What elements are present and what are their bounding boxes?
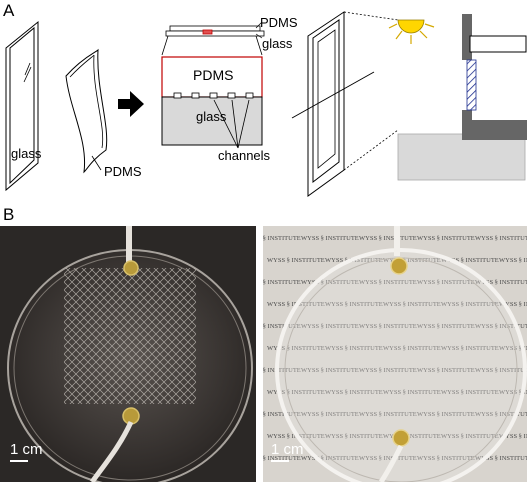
watermark-text: WYSS § INSTITUTE [441,301,499,308]
watermark-text: WYSS § INSTITUTE [417,455,475,462]
watermark-text: WYSS § INSTITUTE [499,257,527,264]
watermark-text: WYSS § INSTITUTE [417,367,475,374]
watermark-text: WYSS § INSTITUTE [441,345,499,352]
watermark-text: WYSS § INSTITUTE [301,367,359,374]
watermark-text: WYSS § INSTITUTE [499,433,527,440]
watermark-text: WYSS § INSTITUTE [263,279,301,286]
watermark-text: WYSS § INSTITUTE [417,279,475,286]
watermark-text: WYSS § INSTITUTE [359,455,417,462]
watermark-text: WYSS § INSTITUTE [475,235,527,242]
watermark-text: WYSS § INSTITUTE [499,301,527,308]
body-glass-label: glass [196,109,227,124]
watermark-text: WYSS § INSTITUTE [359,411,417,418]
watermark-text: WYSS § INSTITUTE [383,257,441,264]
watermark-text: WYSS § INSTITUTE [359,367,417,374]
scale-bar-right: 1 cm [271,441,304,462]
watermark-text: WYSS § INSTITUTE [383,301,441,308]
pdms-leader-line [91,155,102,171]
cross-section-top [161,21,265,56]
watermark-text: WYSS § INSTITUTE [325,345,383,352]
sun-icon [388,19,435,44]
panel-b-label: B [3,205,15,224]
watermark-text: WYSS § INSTITUTE [441,433,499,440]
channels-label: channels [218,148,271,163]
watermark-text: WYSS § INSTITUTE [359,323,417,330]
watermark-text: WYSS § INSTITUTE [499,345,527,352]
assembled-window [291,11,399,197]
cross-section-body [161,56,263,149]
watermark-text: WYSS § INSTITUTE [301,279,359,286]
watermark-text: WYSS § INSTITUTE [263,411,301,418]
watermark-text: WYSS § INSTITUTE [267,345,325,352]
body-pdms-label: PDMS [193,67,233,83]
watermark-text: WYSS § INSTITUTE [325,433,383,440]
glass-pane [5,20,39,192]
pdms-sheet [65,48,108,174]
watermark-text: WYSS § INSTITUTE [417,235,475,242]
watermark-text: WYSS § INSTITUTE [383,389,441,396]
device-photo-left: 1 cm [0,226,256,482]
scale-bar-left: 1 cm [10,441,43,462]
pdms-label: PDMS [104,164,142,179]
watermark-text: WYSS § INSTITUTE [441,389,499,396]
scale-label-left: 1 cm [10,441,43,458]
panel-a-label: A [3,1,15,20]
panel-a-schematic: glass PDMS PDMS glass PDMS glass channel… [5,11,527,197]
watermark-text: WYSS § INSTITUTE [475,279,527,286]
watermark-text: WYSS § INSTITUTE [475,367,527,374]
glass-label: glass [11,146,42,161]
watermark-text: WYSS § INSTITUTE [475,411,527,418]
watermark-text: WYSS § INSTITUTE [301,411,359,418]
watermark-text: WYSS § INSTITUTE [359,279,417,286]
watermark-text: WYSS § INSTITUTE [325,301,383,308]
watermark-text: WYSS § INSTITUTE [325,389,383,396]
watermark-text: WYSS § INSTITUTE [301,235,359,242]
watermark-text: WYSS § INSTITUTE [267,257,325,264]
watermark-text: WYSS § INSTITUTE [499,389,527,396]
watermark-text: WYSS § INSTITUTE [417,323,475,330]
watermark-text: WYSS § INSTITUTE [383,345,441,352]
watermark-text: WYSS § INSTITUTE [383,433,441,440]
top-pdms-label: PDMS [260,15,298,30]
watermark-text: WYSS § INSTITUTE [267,389,325,396]
right-arrow-icon [118,91,144,117]
building-section [397,14,527,181]
watermark-text: WYSS § INSTITUTE [263,323,301,330]
watermark-text: WYSS § INSTITUTE [417,411,475,418]
scale-label-right: 1 cm [271,441,304,458]
watermark-text: WYSS § INSTITUTE [301,323,359,330]
watermark-text: WYSS § INSTITUTE [441,257,499,264]
top-glass-label: glass [262,36,293,51]
scale-line-right [271,460,289,462]
watermark-text: WYSS § INSTITUTE [263,455,301,462]
watermark-text: WYSS § INSTITUTE [359,235,417,242]
scale-line-left [10,460,28,462]
watermark-text: WYSS § INSTITUTE [475,455,527,462]
watermark-text: WYSS § INSTITUTE [263,235,301,242]
watermark-text: WYSS § INSTITUTE [263,367,301,374]
watermark-text: WYSS § INSTITUTE [475,323,527,330]
